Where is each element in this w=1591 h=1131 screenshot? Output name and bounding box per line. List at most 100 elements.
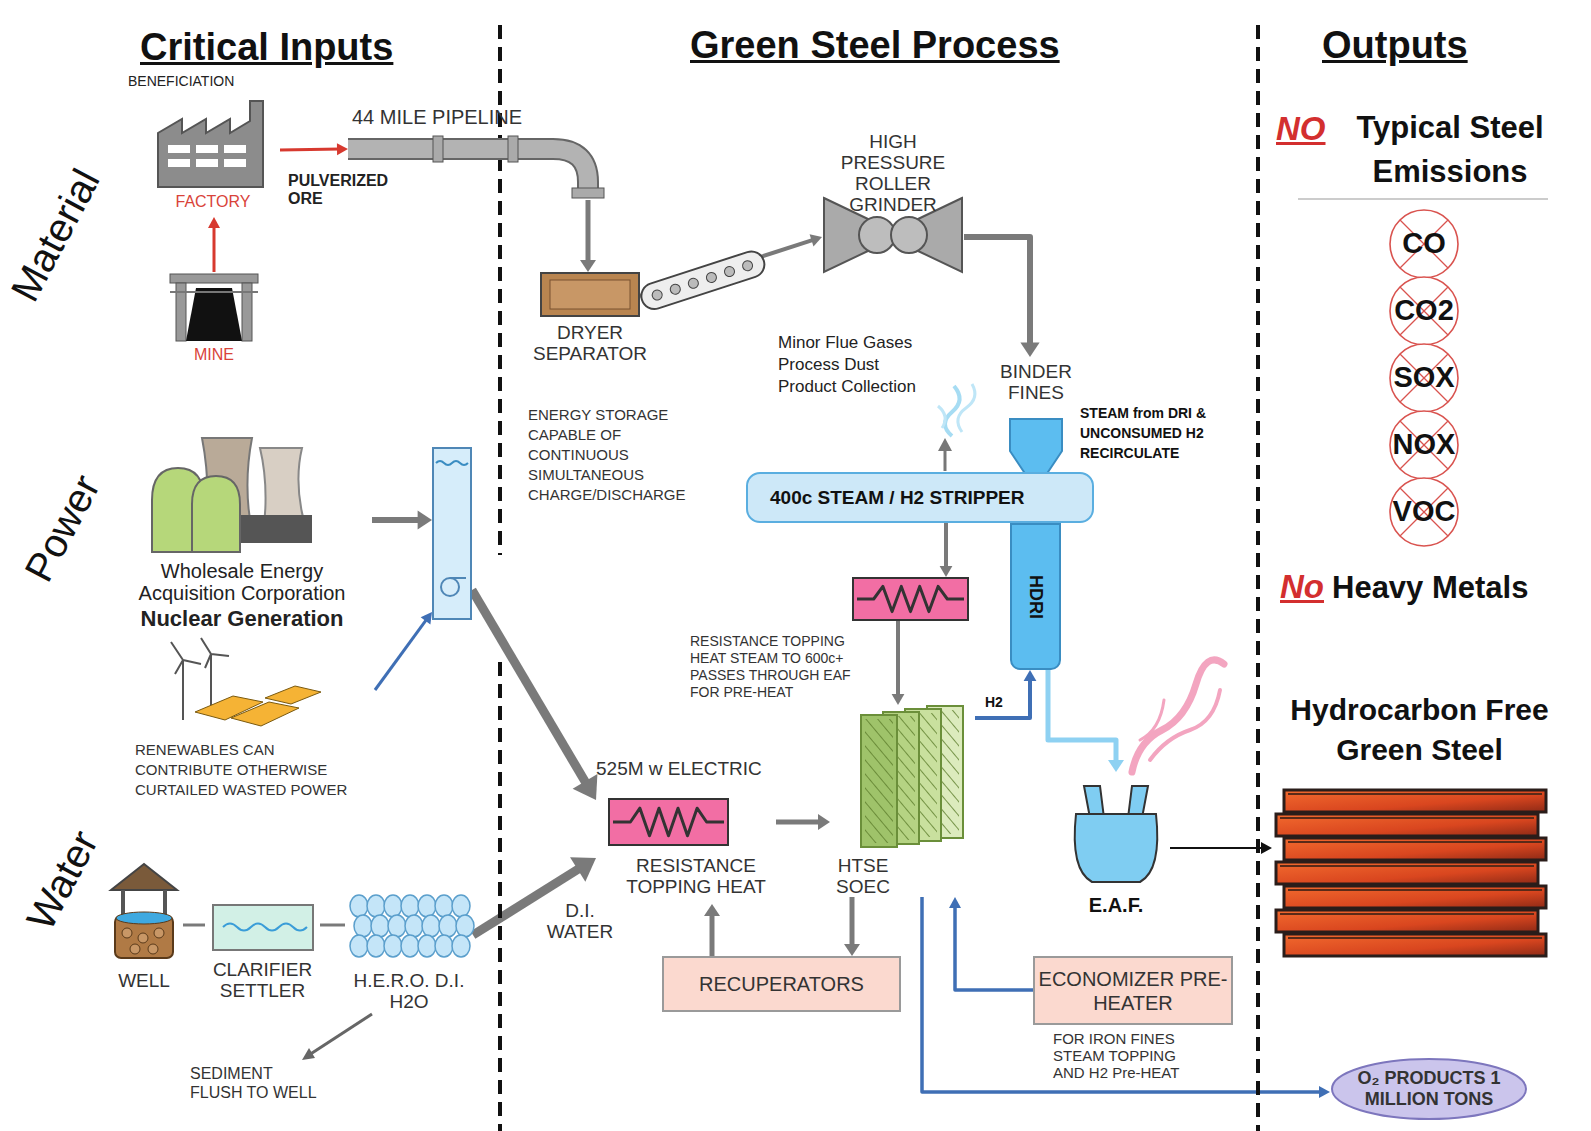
drawn-path [201, 638, 229, 668]
drawn-path [1132, 660, 1224, 772]
drawn-ellipse [371, 915, 389, 937]
renewables: RENEWABLES CAN CONTRIBUTE OTHERWISE CURT… [135, 640, 375, 810]
connector [372, 517, 422, 523]
drawn-polygon [265, 686, 321, 704]
drawn-ellipse [418, 935, 436, 957]
drawn-circle [154, 928, 164, 938]
process-box: ECONOMIZER PRE-HEATERFOR IRON FINES STEA… [1033, 956, 1233, 1025]
drawn-rect [196, 159, 218, 167]
drawn-circle [130, 944, 140, 954]
label-text: Water [17, 823, 107, 937]
resistance-heater: 525M w ELECTRICRESISTANCE TOPPING HEAT [596, 758, 776, 904]
conveyor [638, 248, 768, 312]
node-text: 525M w ELECTRIC [596, 758, 786, 780]
drawn-polygon [231, 702, 299, 726]
node-text: FOR IRON FINES STEAM TOPPING AND H2 Pre-… [1053, 1030, 1198, 1081]
drawn-rect [213, 905, 313, 950]
drawn-ellipse [452, 935, 470, 957]
label-text: SEDIMENT FLUSH TO WELL [190, 1064, 318, 1102]
node-text: 44 MILE PIPELINE [352, 106, 592, 129]
drawn-ellipse [350, 935, 368, 957]
drawn-rect [168, 145, 190, 153]
arrow-head [418, 510, 432, 529]
drawn-path [192, 476, 240, 552]
connector [850, 897, 855, 948]
drawn-rect [1284, 886, 1546, 908]
node-text: RENEWABLES CAN CONTRIBUTE OTHERWISE CURT… [135, 740, 360, 800]
arrow-head [949, 897, 961, 908]
binder-hopper: BINDER FINES [990, 357, 1082, 480]
connector [1048, 670, 1116, 764]
drawn-line [1280, 913, 1534, 915]
ro-filter: H.E.R.O. D.I. H2O [345, 890, 473, 1012]
connector [955, 905, 1033, 990]
emission-circle: NOX [1388, 409, 1460, 481]
connector [375, 618, 428, 690]
edge-label: D.I. WATER [540, 900, 620, 942]
node-text: SOX [1388, 361, 1460, 394]
node-text: E.A.F. [1062, 894, 1170, 917]
drawn-rect [196, 145, 218, 153]
drawn-line [1280, 865, 1534, 867]
drawn-path [436, 461, 468, 465]
drawn-ellipse [439, 915, 457, 937]
flue-gas [938, 384, 975, 471]
pipeline-shape [348, 132, 613, 200]
connector [944, 523, 948, 569]
arrow-head [940, 566, 953, 577]
drawn-ellipse [1332, 1059, 1526, 1119]
section-divider [500, 25, 1258, 1131]
drawn-rect [508, 136, 518, 162]
drawn-circle [705, 271, 718, 284]
drawn-rect [572, 188, 604, 198]
grinder: HIGH PRESSURE ROLLER GRINDER [822, 196, 964, 274]
drawn-rect [237, 515, 312, 543]
drawn-ellipse [384, 895, 402, 917]
drawn-path [1140, 700, 1164, 740]
label-text: Heavy Metals [1332, 570, 1528, 606]
drawn-circle [122, 928, 132, 938]
mine-icon: MINE [168, 272, 260, 367]
resistance-heater: RESISTANCE TOPPING HEAT STEAM TO 600c+ P… [852, 577, 969, 621]
label-text: Outputs [1322, 24, 1468, 68]
drawn-path [945, 386, 960, 436]
node-text: 400c STEAM / H2 STRIPPER [770, 487, 1090, 509]
node-text: WELL [105, 970, 183, 992]
storage-tank-shape [432, 447, 472, 620]
drawn-circle [723, 265, 736, 278]
dryer-box-shape [540, 272, 640, 317]
drawn-ellipse [367, 935, 385, 957]
edge-label: H2 [985, 694, 1003, 710]
drawn-rect [865, 719, 893, 843]
drawn-ellipse [116, 912, 172, 924]
label-text: No [1280, 568, 1324, 606]
arrow-head [704, 904, 720, 916]
drawn-polyline [613, 808, 724, 836]
emission-circle: VOC [1388, 476, 1460, 548]
drawn-ellipse [388, 915, 406, 937]
node-text: RECUPERATORS [664, 973, 899, 996]
node-text: RESISTANCE TOPPING HEAT [621, 855, 771, 897]
label-text: Green Steel Process [690, 24, 1060, 68]
arrow-head [1108, 760, 1124, 772]
dryer-box: DRYER SEPARATOR [540, 272, 640, 317]
drawn-ellipse [401, 935, 419, 957]
node-text: ENERGY STORAGE CAPABLE OF CONTINUOUS SIM… [528, 405, 696, 505]
rule [1298, 198, 1548, 200]
drawn-rect [224, 145, 246, 153]
node-text: DRYER SEPARATOR [520, 322, 660, 364]
label-text: STEAM from DRI & UNCONSUMED H2 RECIRCULA… [1080, 403, 1230, 463]
arrow-head [208, 217, 220, 228]
drawn-rect [1276, 814, 1538, 836]
connector [586, 200, 591, 264]
drawn-line [498, 662, 502, 1131]
drawn-ellipse [435, 935, 453, 957]
node-text: HDRI [1025, 575, 1046, 619]
node-text: CO2 [1388, 294, 1460, 327]
drawn-circle [441, 578, 459, 596]
drawn-polyline [857, 586, 964, 611]
drawn-line [309, 1014, 372, 1055]
drawn-polygon [302, 1048, 315, 1060]
node-text: O₂ PRODUCTS 1 MILLION TONS [1354, 1068, 1504, 1110]
drawn-circle [138, 933, 148, 943]
